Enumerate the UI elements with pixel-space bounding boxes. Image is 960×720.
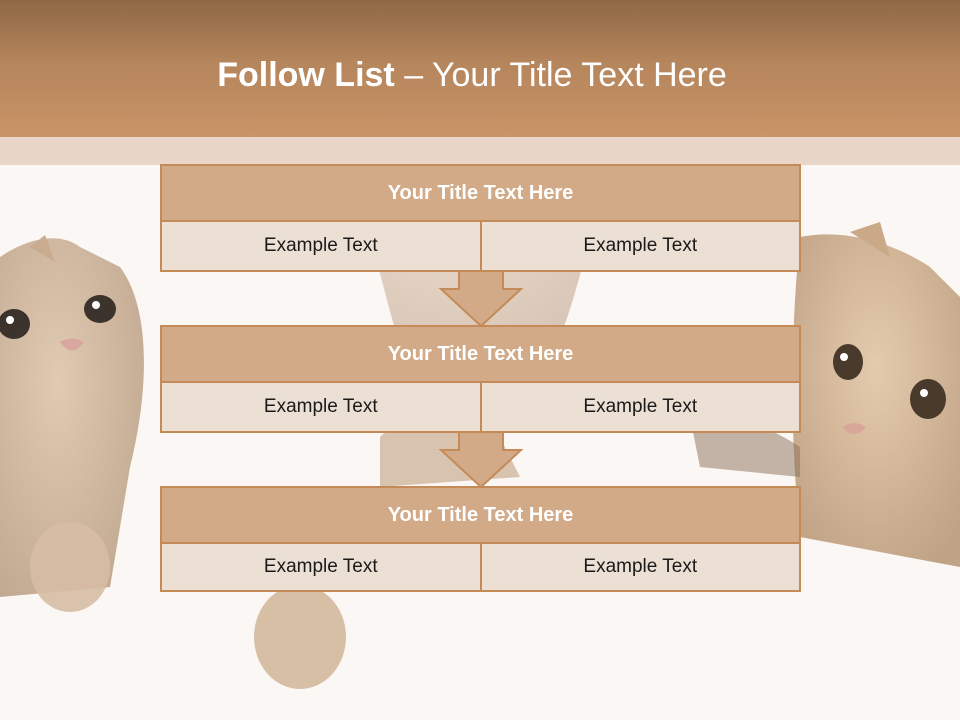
block-row: Example Text Example Text: [162, 222, 799, 270]
block-title: Your Title Text Here: [162, 488, 799, 544]
block-cell-right: Example Text: [479, 544, 799, 590]
title-banner: [0, 0, 960, 137]
block-title: Your Title Text Here: [162, 166, 799, 222]
slide-title: Follow List – Your Title Text Here: [0, 52, 944, 98]
down-arrow-icon: [438, 431, 524, 489]
block-cell-right: Example Text: [479, 383, 799, 431]
block-row: Example Text Example Text: [162, 544, 799, 590]
slide-title-subtitle: – Your Title Text Here: [394, 56, 727, 94]
block-title: Your Title Text Here: [162, 327, 799, 383]
slide-title-bold: Follow List: [217, 56, 395, 94]
follow-list-block-2: Your Title Text Here Example Text Exampl…: [160, 325, 801, 433]
follow-list-block-1: Your Title Text Here Example Text Exampl…: [160, 164, 801, 272]
title-banner-strip: [0, 137, 960, 165]
block-row: Example Text Example Text: [162, 383, 799, 431]
follow-list-block-3: Your Title Text Here Example Text Exampl…: [160, 486, 801, 592]
block-cell-left: Example Text: [162, 544, 480, 590]
block-cell-right: Example Text: [479, 222, 799, 270]
down-arrow-icon: [438, 270, 524, 328]
block-cell-left: Example Text: [162, 383, 480, 431]
block-cell-left: Example Text: [162, 222, 480, 270]
